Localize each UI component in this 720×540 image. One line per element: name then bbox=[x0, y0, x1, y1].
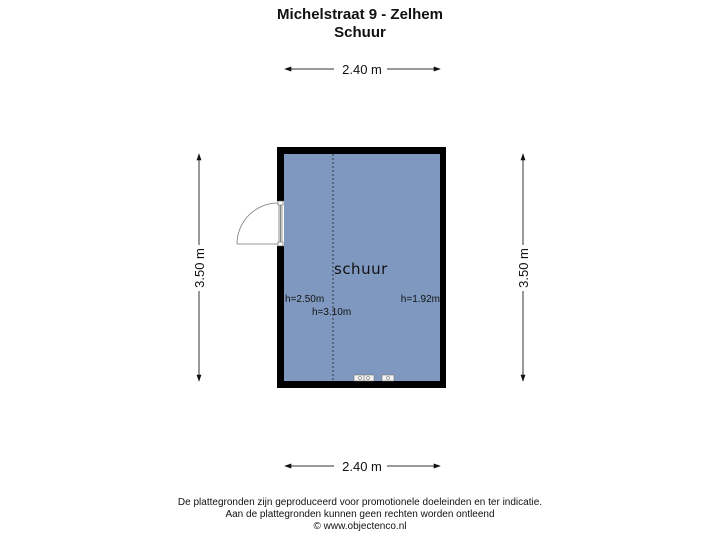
disclaimer-line-2: Aan de plattegronden kunnen geen rechten… bbox=[225, 509, 495, 520]
height-right: h=1.92m bbox=[401, 294, 440, 305]
outlet-icon bbox=[353, 374, 375, 382]
disclaimer-line-1: De plattegronden zijn geproduceerd voor … bbox=[177, 497, 543, 508]
disclaimer: De plattegronden zijn geproduceerd voor … bbox=[0, 497, 720, 533]
dimension-left: 3.50 m bbox=[192, 153, 207, 382]
height-left: h=2.50m bbox=[285, 294, 324, 305]
dimension-bottom-label: 2.40 m bbox=[342, 459, 382, 474]
dimension-right: 3.50 m bbox=[516, 153, 531, 382]
dimension-top-label: 2.40 m bbox=[342, 62, 382, 77]
dimension-bottom: 2.40 m bbox=[284, 459, 441, 474]
plan-subtitle: Schuur bbox=[334, 24, 386, 41]
switch-icon bbox=[381, 374, 395, 382]
plan-title: Michelstraat 9 - Zelhem bbox=[277, 6, 443, 23]
room-floor bbox=[284, 154, 440, 381]
room-label: schuur bbox=[334, 260, 388, 278]
dimension-left-label: 3.50 m bbox=[192, 248, 207, 288]
door bbox=[236, 200, 284, 247]
dimension-right-label: 3.50 m bbox=[516, 248, 531, 288]
dimension-top: 2.40 m bbox=[284, 62, 441, 77]
height-center: h=3.10m bbox=[312, 307, 351, 318]
copyright: © www.objectenco.nl bbox=[313, 521, 407, 532]
